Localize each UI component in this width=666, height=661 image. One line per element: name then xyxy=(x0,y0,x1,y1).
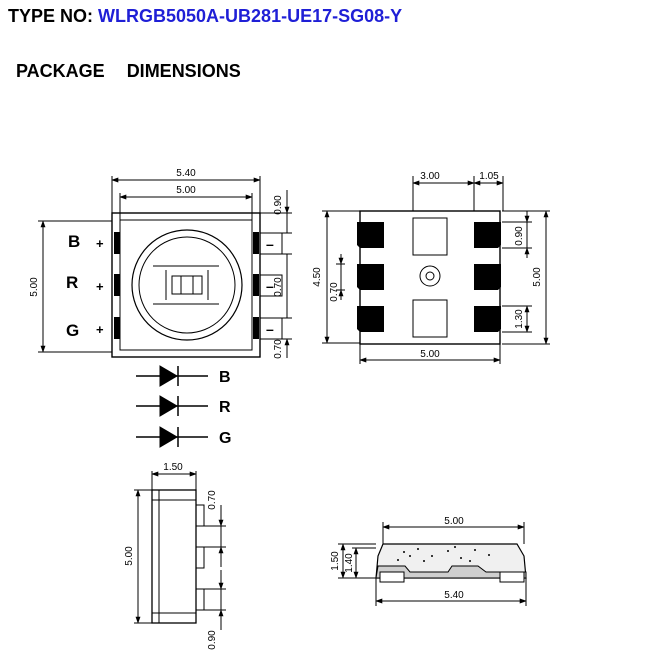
bottom-top-pad-label: 1.05 xyxy=(479,171,499,182)
section-left-outer-label: 1.50 xyxy=(330,551,341,571)
bottom-view-center-pad-bottom xyxy=(412,299,448,338)
top-view-lens xyxy=(131,229,243,341)
section-title-word-1: PACKAGE xyxy=(16,61,105,81)
side-left-label: 5.00 xyxy=(124,546,135,566)
diode-label-r: R xyxy=(219,399,231,416)
top-view-right-terminals xyxy=(259,232,283,340)
top-height-label: 5.00 xyxy=(29,277,40,297)
top-view-lens-frame xyxy=(119,219,253,351)
section-view-text: 5.00 5.40 1.50 1.40 xyxy=(330,516,464,601)
type-number-heading: TYPE NO: WLRGB5050A-UB281-UE17-SG08-Y xyxy=(8,6,402,27)
diode-symbol-b xyxy=(136,365,208,387)
top-width-outer-label: 5.40 xyxy=(176,168,196,179)
diode-label-g: G xyxy=(219,430,231,447)
bottom-view-pads xyxy=(357,222,501,332)
bottom-right-pad1-label: 0.90 xyxy=(514,226,525,246)
bottom-top-span-label: 3.00 xyxy=(420,171,440,182)
top-view-pin-labels: B R G + + + – – – xyxy=(66,232,274,340)
type-number-label: TYPE NO: xyxy=(8,6,94,26)
bottom-right-height-label: 5.00 xyxy=(532,267,543,287)
top-width-inner-label: 5.00 xyxy=(176,185,196,196)
section-top-label: 5.00 xyxy=(444,516,464,527)
pin-label-g: G xyxy=(66,321,79,340)
diode-label-b: B xyxy=(219,369,231,386)
section-left-inner-label: 1.40 xyxy=(344,553,355,573)
side-view-leads xyxy=(195,504,205,611)
top-view-left-pads xyxy=(114,232,120,339)
side-right-bottom-label: 0.90 xyxy=(207,630,218,650)
top-view-body-outline xyxy=(111,212,261,358)
section-view-filler-dots xyxy=(397,546,490,562)
top-view xyxy=(38,176,292,358)
side-top-label: 1.50 xyxy=(163,462,183,473)
top-pad-bottom-label: 0.70 xyxy=(273,339,284,359)
section-title-word-2: DIMENSIONS xyxy=(126,61,241,81)
minus-sign-1: – xyxy=(266,236,274,252)
side-view xyxy=(134,471,226,630)
top-view-text: 5.40 5.00 5.00 0.90 0.70 0.70 xyxy=(29,168,284,359)
plus-sign-r: + xyxy=(96,279,104,294)
top-pad-top-label: 0.90 xyxy=(273,195,284,215)
bottom-view-text: 3.00 1.05 4.50 0.70 0.90 1.30 5.00 5.00 xyxy=(312,171,543,360)
side-right-top-label: 0.70 xyxy=(207,490,218,510)
bottom-view-center-ring xyxy=(419,265,441,287)
top-pad-pitch-label: 0.70 xyxy=(273,277,284,297)
bottom-view-center-pad-top xyxy=(412,217,448,256)
pin-label-b: B xyxy=(68,232,80,251)
bottom-left-inner-label: 0.70 xyxy=(329,282,340,302)
bottom-left-outer-label: 4.50 xyxy=(312,267,323,287)
section-view xyxy=(338,522,527,606)
side-view-text: 1.50 5.00 0.70 0.90 xyxy=(124,462,218,650)
model-number: WLRGB5050A-UB281-UE17-SG08-Y xyxy=(98,6,403,26)
minus-sign-3: – xyxy=(266,321,274,337)
plus-sign-g: + xyxy=(96,322,104,337)
schematic-labels: B R G xyxy=(219,369,231,447)
section-bottom-label: 5.40 xyxy=(444,590,464,601)
section-view-base xyxy=(375,565,527,579)
bottom-right-pad2-label: 1.30 xyxy=(514,309,525,329)
plus-sign-b: + xyxy=(96,236,104,251)
top-view-right-pads xyxy=(253,232,259,339)
diode-symbol-r xyxy=(136,395,208,417)
section-title: PACKAGE DIMENSIONS xyxy=(16,61,241,82)
bottom-width-label: 5.00 xyxy=(420,349,440,360)
schematic xyxy=(136,365,208,448)
bottom-view xyxy=(322,176,550,364)
diode-symbol-g xyxy=(136,426,208,448)
minus-sign-2: – xyxy=(266,278,274,294)
pin-label-r: R xyxy=(66,273,78,292)
